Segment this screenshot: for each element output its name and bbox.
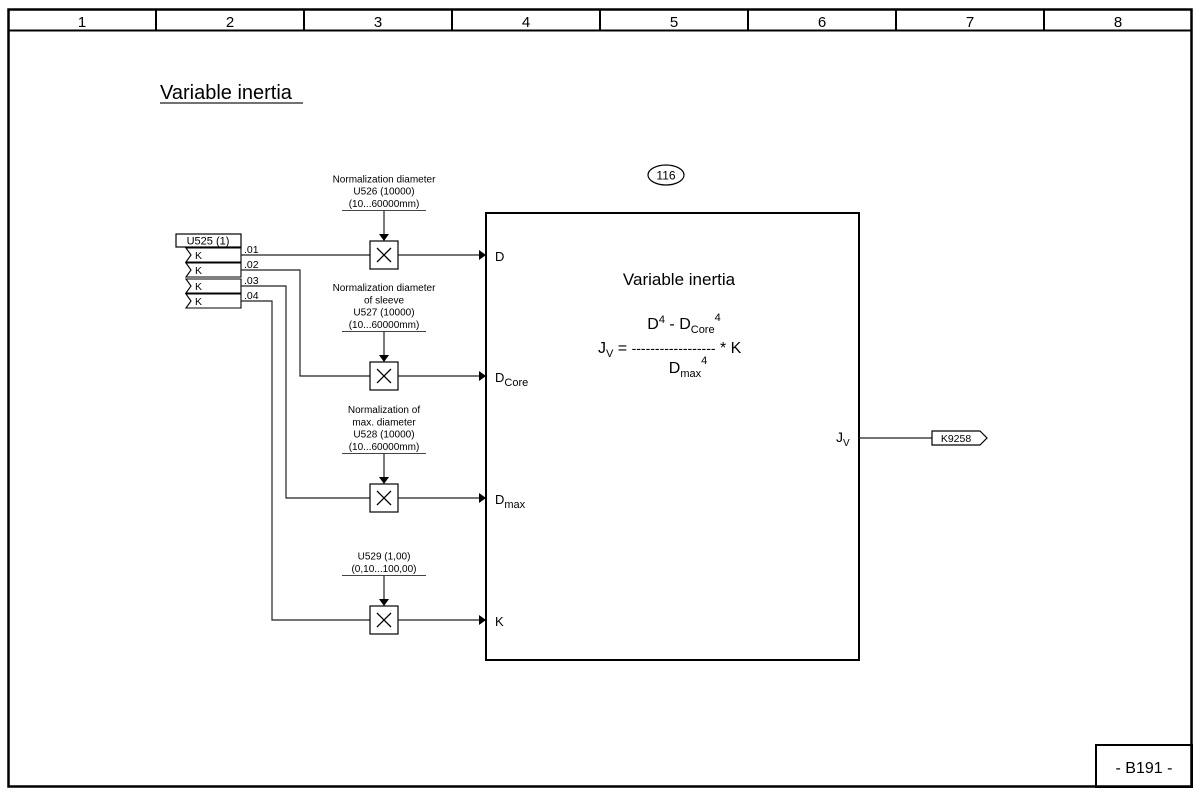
source-block: U525 (1) K.01K.02K.03K.04 [175, 233, 259, 309]
block-input-label: Dmax [495, 492, 526, 511]
block-input-label: DCore [495, 370, 528, 389]
parameter-text: (10...60000mm) [349, 320, 420, 331]
formula-numerator: D4 - DCore4 [647, 312, 720, 336]
column-label: 4 [522, 14, 530, 31]
parameter-text: U526 (10000) [353, 187, 414, 198]
source-row-index: .03 [244, 275, 259, 287]
source-row-box [184, 247, 242, 263]
parameter-text: max. diameter [352, 417, 416, 428]
column-label: 3 [374, 14, 382, 31]
column-labels: 1 2 3 4 5 6 7 8 [78, 14, 1122, 31]
multiplier-stage: K U529 (1,00)(0,10...100,00) [342, 552, 504, 635]
source-row-label: K [195, 250, 202, 262]
column-label: 5 [670, 14, 678, 31]
page-label-box [1095, 744, 1193, 788]
source-row: K .03 [184, 275, 259, 294]
source-row-label: K [195, 281, 202, 293]
multiply-icon [376, 368, 392, 384]
parameter-text: U529 (1,00) [358, 552, 411, 563]
source-row-box [184, 278, 242, 294]
multiply-icon [376, 247, 392, 263]
column-label: 2 [226, 14, 234, 31]
parameter-text: Normalization diameter [333, 174, 436, 185]
source-row-index: .01 [244, 244, 259, 256]
parameter-text: U528 (10000) [353, 430, 414, 441]
arrow-down-icon [379, 234, 389, 241]
arrow-down-icon [379, 355, 389, 362]
arrow-down-icon [379, 599, 389, 606]
connector-ref-oval [647, 164, 685, 186]
formula-lhs: JV = ------------------ * K [598, 340, 742, 360]
wire-04 [241, 300, 370, 621]
parameter-text: (10...60000mm) [349, 442, 420, 453]
connector-ref: 116 [656, 169, 675, 183]
arrow-icon [479, 250, 486, 260]
block-input-label: D [495, 249, 504, 264]
block-input-label: K [495, 614, 504, 629]
page-label: - B191 - [1116, 760, 1173, 777]
arrow-icon [479, 371, 486, 381]
wire-03 [241, 285, 370, 499]
wire-02 [241, 269, 370, 377]
parameter-text: Normalization of [348, 405, 420, 416]
source-row-box [184, 262, 242, 278]
source-block-header-box [175, 233, 242, 248]
parameter-text: U527 (10000) [353, 308, 414, 319]
source-row-label: K [195, 265, 202, 277]
arrow-icon [479, 615, 486, 625]
multiply-icon [376, 490, 392, 506]
column-dividers [155, 9, 1045, 30]
output-label: JV [836, 429, 850, 449]
source-row-box [184, 293, 242, 309]
column-label: 1 [78, 14, 86, 31]
source-row-index: .04 [244, 290, 259, 302]
page-title: Variable inertia [160, 82, 293, 104]
parameter-text: of sleeve [364, 295, 404, 306]
function-block-title: Variable inertia [623, 270, 736, 289]
source-row: K .02 [184, 259, 259, 278]
parameter-text: (10...60000mm) [349, 199, 420, 210]
arrow-down-icon [379, 477, 389, 484]
parameter-text: (0,10...100,00) [351, 564, 416, 575]
parameter-text: Normalization diameter [333, 283, 436, 294]
output-connector[interactable]: K9258 [941, 433, 972, 445]
sheet-frame [7, 8, 1193, 788]
source-row: K .01 [184, 244, 259, 263]
formula: D4 - DCore4 JV = ------------------ * K … [598, 312, 742, 380]
source-row-index: .02 [244, 259, 259, 271]
function-block [485, 212, 860, 661]
column-label: 6 [818, 14, 826, 31]
multiply-icon [376, 612, 392, 628]
output-connector-box [931, 430, 988, 446]
source-row: K .04 [184, 290, 259, 309]
source-row-label: K [195, 296, 202, 308]
arrow-icon [479, 493, 486, 503]
column-label: 8 [1114, 14, 1122, 31]
formula-denominator: Dmax4 [669, 355, 707, 380]
column-label: 7 [966, 14, 974, 31]
source-block-header: U525 (1) [187, 236, 230, 248]
